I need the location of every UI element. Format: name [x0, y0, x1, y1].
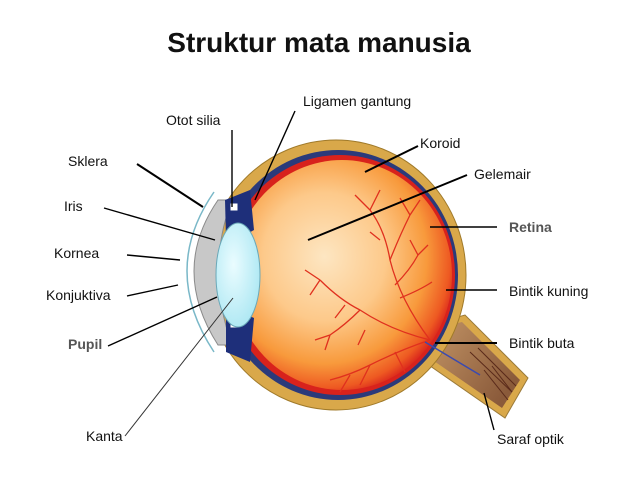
label-pupil: Pupil: [68, 336, 102, 352]
label-bintik-kuning: Bintik kuning: [509, 283, 588, 299]
label-retina: Retina: [509, 219, 552, 235]
leader-lines: [103, 110, 497, 437]
label-ligamen-gantung: Ligamen gantung: [303, 93, 411, 109]
label-kanta: Kanta: [86, 428, 123, 444]
blind-spot-vessel: [424, 341, 481, 376]
label-otot-silia: Otot silia: [166, 112, 221, 128]
retinal-vessels: [304, 189, 433, 393]
label-bintik-buta: Bintik buta: [509, 335, 575, 351]
lens: [215, 222, 261, 328]
label-saraf-optik: Saraf optik: [497, 431, 565, 447]
label-konjuktiva: Konjuktiva: [46, 287, 111, 303]
label-koroid: Koroid: [420, 135, 460, 151]
conjunctiva: [186, 191, 215, 353]
label-sklera: Sklera: [68, 153, 108, 169]
diagram-title: Struktur mata manusia: [167, 27, 471, 58]
vitreous-body: [232, 160, 452, 390]
label-kornea: Kornea: [54, 245, 99, 261]
label-gelemair: Gelemair: [474, 166, 531, 182]
label-iris: Iris: [64, 198, 83, 214]
